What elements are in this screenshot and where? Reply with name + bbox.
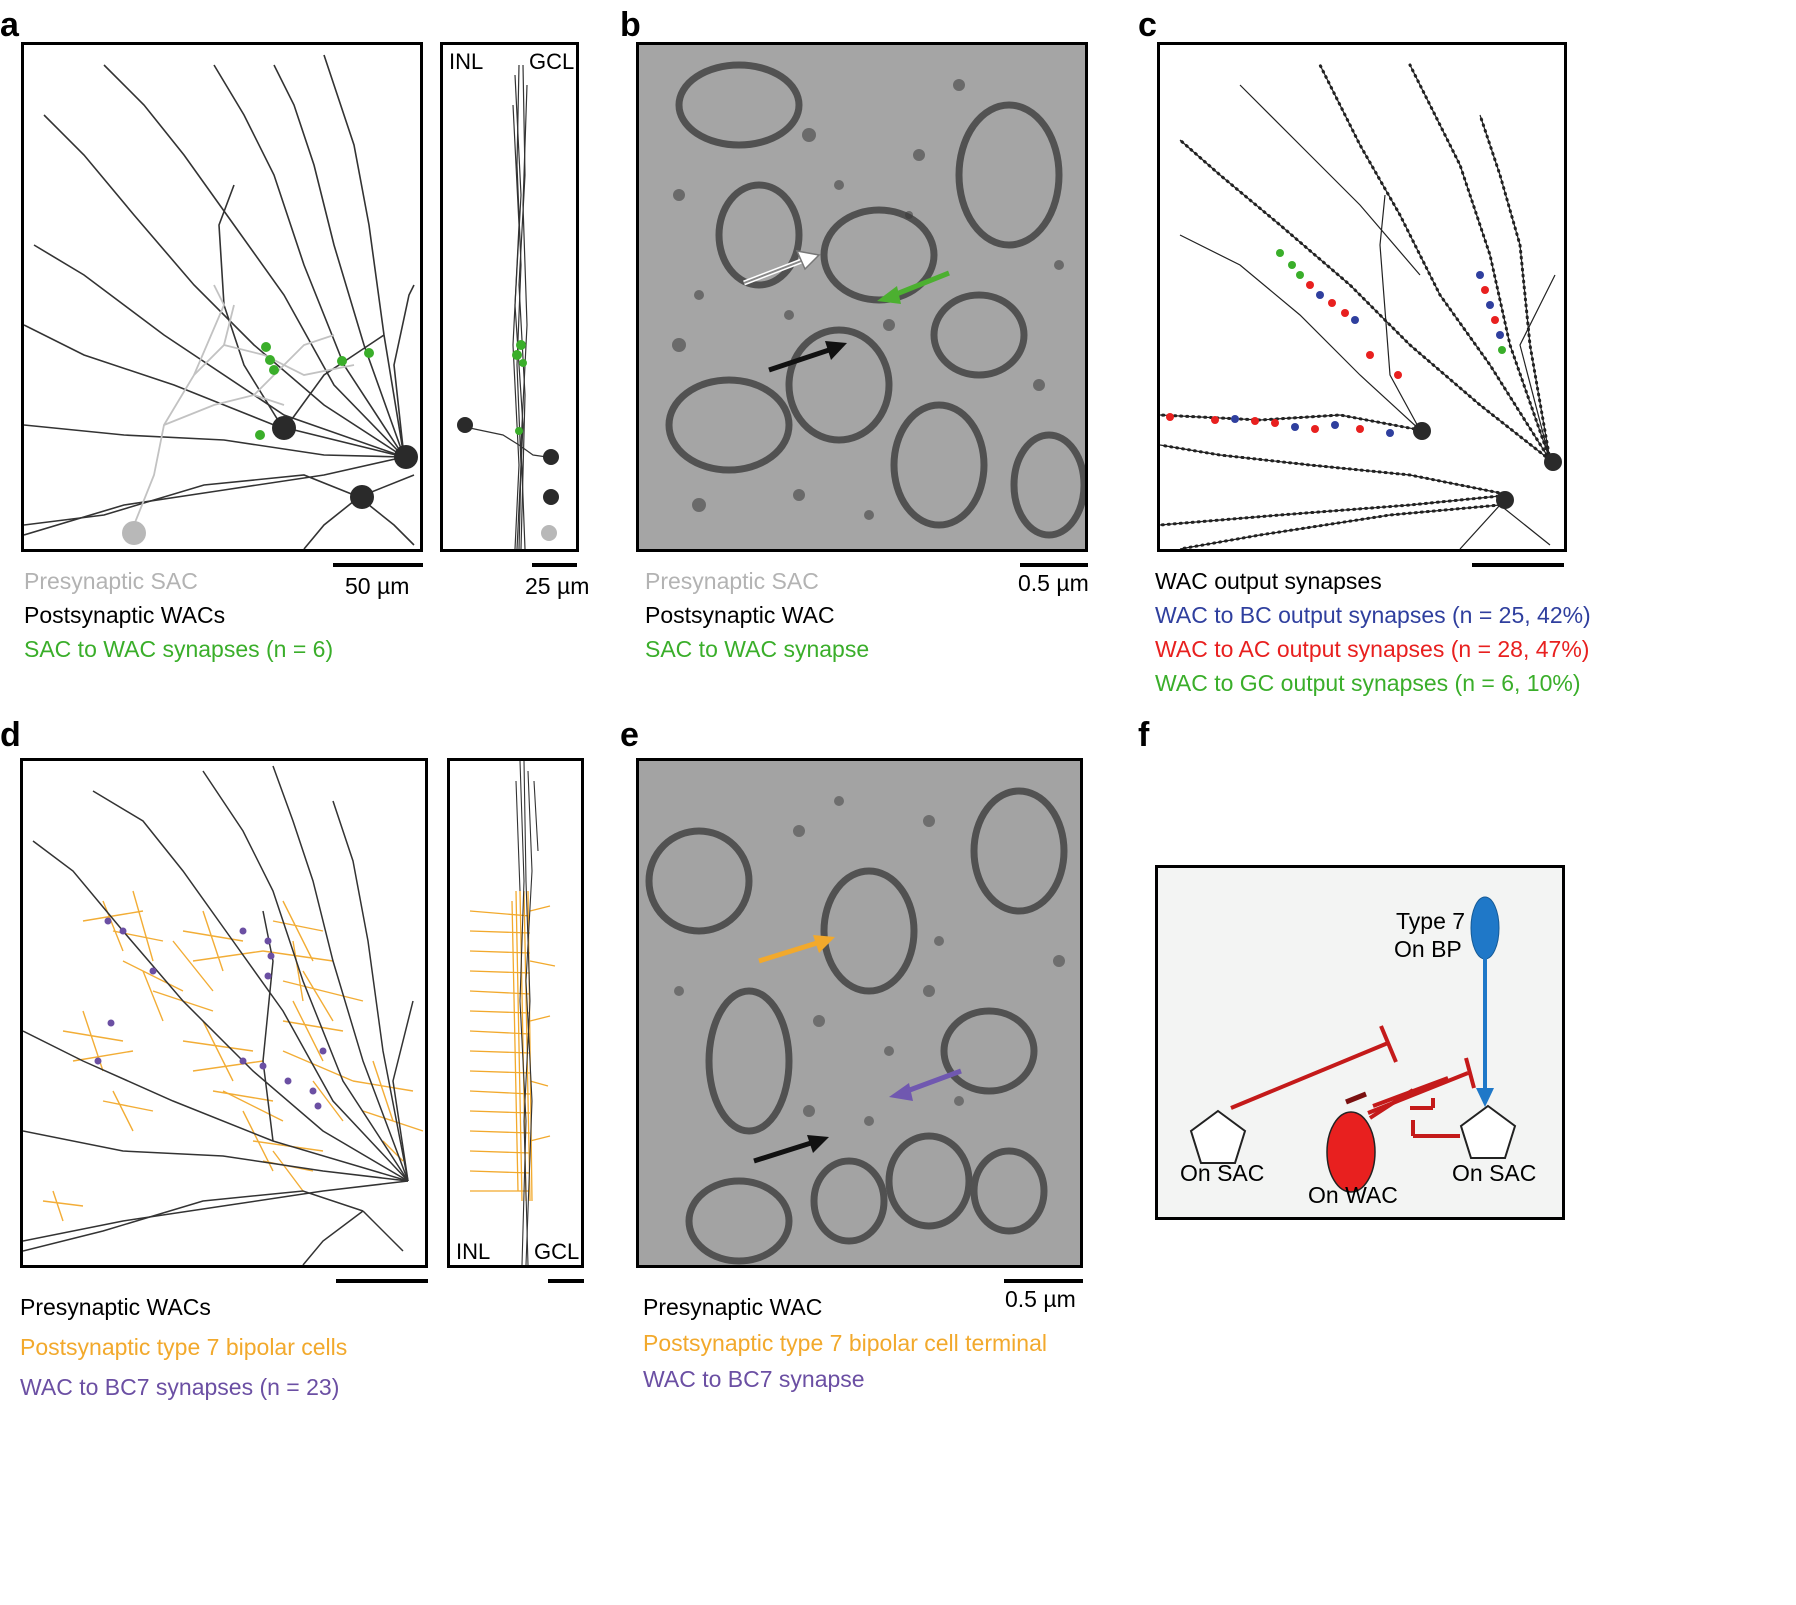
inl-label: INL <box>456 1239 491 1264</box>
legend-wac-to-bc7: WAC to BC7 synapses (n = 23) <box>20 1374 340 1400</box>
bp-label-line1: Type 7 <box>1396 908 1466 934</box>
legend-presynaptic-wac: Presynaptic WAC <box>643 1294 823 1320</box>
legend-wac-output-synapses: WAC output synapses <box>1155 568 1382 594</box>
legend-postsynaptic-wacs: Postsynaptic WACs <box>24 602 226 628</box>
panel-e-scalebar-label: 0.5 µm <box>1005 1286 1076 1312</box>
panel-d-side-view: INL GCL <box>447 758 584 1268</box>
legend-wac-to-bc: WAC to BC output synapses (n = 25, 42%) <box>1155 602 1591 628</box>
bc7-side-profile <box>469 761 556 1265</box>
inl-label: INL <box>449 49 484 74</box>
panel-c-scalebar <box>1472 563 1564 567</box>
panel-c-image <box>1157 42 1567 552</box>
panel-a-scalebar-side <box>532 563 577 567</box>
panel-d-main-image <box>20 758 428 1268</box>
right-sac-symbol <box>1459 1104 1517 1159</box>
panel-b-label: b <box>620 6 641 44</box>
legend-wac-to-bc7-synapse: WAC to BC7 synapse <box>643 1366 865 1392</box>
bc7-overlay-drawing <box>23 765 424 1265</box>
legend-presynaptic-sac: Presynaptic SAC <box>645 568 819 594</box>
panel-b-scalebar-label: 0.5 µm <box>1018 570 1089 596</box>
panel-b-em-image <box>636 42 1088 552</box>
legend-postsynaptic-bc7-terminal: Postsynaptic type 7 bipolar cell termina… <box>643 1330 1047 1356</box>
panel-d-label: d <box>0 716 21 754</box>
bp-label-line2: On BP <box>1394 936 1462 962</box>
wac-label: On WAC <box>1308 1182 1398 1208</box>
legend-postsynaptic-wac: Postsynaptic WAC <box>645 602 835 628</box>
panel-e-legend: Presynaptic WAC Postsynaptic type 7 bipo… <box>643 1294 1047 1402</box>
panel-a-scalebar-side-label: 25 µm <box>525 573 590 599</box>
panel-e-label: e <box>620 716 639 754</box>
wac-symbol <box>1326 1111 1376 1193</box>
gcl-label: GCL <box>529 49 575 74</box>
wac-morphology-drawing <box>24 54 418 549</box>
presynaptic-sac-soma <box>122 521 146 545</box>
legend-sac-to-wac-synapses: SAC to WAC synapses (n = 6) <box>24 636 334 662</box>
em-micrograph-b <box>639 45 1085 549</box>
left-sac-symbol <box>1189 1109 1247 1164</box>
panel-c-legend: WAC output synapses WAC to BC output syn… <box>1155 568 1591 704</box>
circuit-schematic <box>1189 896 1517 1193</box>
panel-e-scalebar <box>1004 1279 1083 1283</box>
legend-sac-to-wac-synapse: SAC to WAC synapse <box>645 636 870 662</box>
legend-wac-to-gc: WAC to GC output synapses (n = 6, 10%) <box>1155 670 1581 696</box>
panel-a-label: a <box>0 6 19 44</box>
legend-presynaptic-wacs: Presynaptic WACs <box>20 1294 211 1320</box>
legend-wac-to-ac: WAC to AC output synapses (n = 28, 47%) <box>1155 636 1590 662</box>
panel-a-legend: Presynaptic SAC Postsynaptic WACs SAC to… <box>24 568 333 670</box>
right-sac-label: On SAC <box>1452 1160 1537 1186</box>
panel-e-em-image <box>636 758 1083 1268</box>
em-micrograph-e <box>639 761 1080 1265</box>
bc7-synapse-markers <box>94 917 327 1110</box>
panel-a-side-view: INL GCL <box>440 42 579 552</box>
panel-a-scalebar-main-label: 50 µm <box>345 573 410 599</box>
panel-c-label: c <box>1138 6 1157 44</box>
legend-postsynaptic-bc7: Postsynaptic type 7 bipolar cells <box>20 1334 348 1360</box>
left-sac-label: On SAC <box>1180 1160 1265 1186</box>
panel-b-scalebar <box>1020 563 1088 567</box>
synapse-markers-c <box>1166 249 1506 437</box>
side-profile-drawing <box>457 64 559 549</box>
panel-f-label: f <box>1138 716 1150 754</box>
panel-f-circuit-diagram: Type 7 On BP On SAC On WAC On SAC <box>1155 865 1565 1220</box>
wac-output-synapse-map <box>1160 63 1562 549</box>
bipolar-cell-body <box>1470 896 1500 960</box>
panel-a-main-image <box>21 42 423 552</box>
panel-d-legend: Presynaptic WACs Postsynaptic type 7 bip… <box>20 1294 347 1414</box>
synapse-markers <box>255 342 374 440</box>
gcl-label: GCL <box>534 1239 580 1264</box>
panel-b-legend: Presynaptic SAC Postsynaptic WAC SAC to … <box>645 568 869 670</box>
panel-d-scalebar-main <box>336 1279 428 1283</box>
panel-a-scalebar-main <box>333 563 423 567</box>
legend-presynaptic-sac: Presynaptic SAC <box>24 568 198 594</box>
panel-d-scalebar-side <box>548 1279 584 1283</box>
